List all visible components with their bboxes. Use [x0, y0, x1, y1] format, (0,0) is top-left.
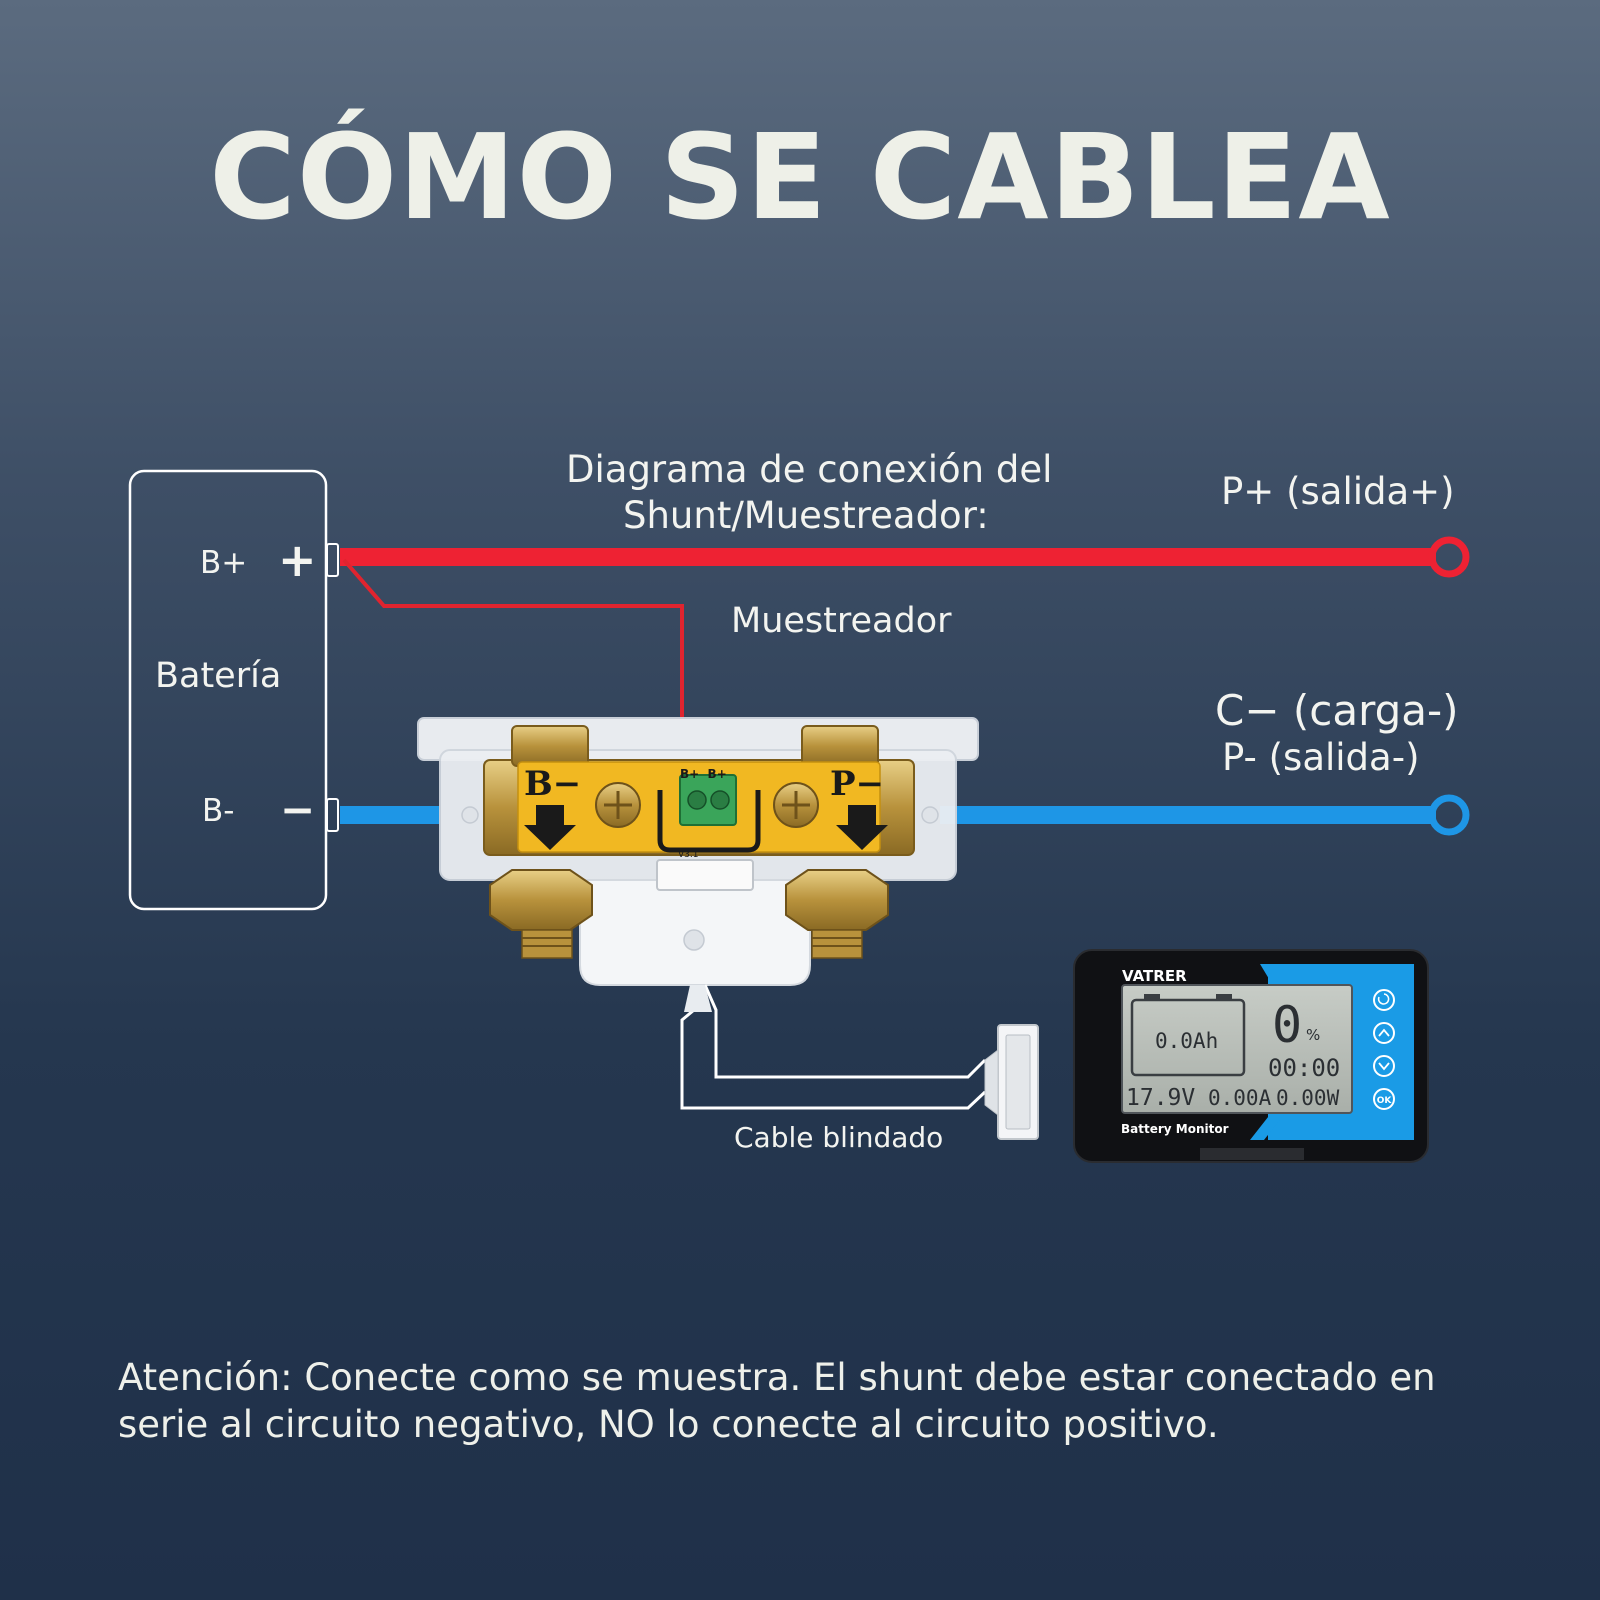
plus-sign: + [278, 533, 317, 587]
battery-monitor: OK VATRER 0.0Ah 0 % 00:00 17.9V 0.00A 0.… [1073, 949, 1429, 1163]
battery-neg-label: B- [202, 793, 235, 829]
shunt-b-minus-mark: B− [524, 764, 581, 804]
battery-label: Batería [155, 656, 282, 696]
p-plus-label: P+ (salida+) [1221, 470, 1455, 513]
battery-box [128, 469, 328, 911]
monitor-power: 0.00W [1276, 1086, 1340, 1110]
positive-output-terminal [1428, 536, 1470, 578]
monitor-current: 0.00A [1208, 1086, 1272, 1110]
monitor-footer: Battery Monitor [1121, 1122, 1229, 1136]
attention-note: Atención: Conecte como se muestra. El sh… [118, 1354, 1518, 1448]
battery-neg-tab [326, 798, 339, 832]
monitor-brand: VATRER [1122, 967, 1187, 985]
attention-note-line2: serie al circuito negativo, NO lo conect… [118, 1403, 1219, 1446]
shunt-connector-pins: B+ B+ [680, 767, 727, 781]
up-icon [1373, 1022, 1395, 1044]
cable-label: Cable blindado [734, 1121, 944, 1154]
battery-pos-label: B+ [200, 545, 248, 581]
monitor-percent-unit: % [1306, 1026, 1320, 1044]
negative-output-terminal [1428, 794, 1470, 836]
shunt-p-minus-mark: P− [830, 764, 884, 804]
ok-icon-label: OK [1377, 1096, 1393, 1106]
sampler-label: Muestreador [731, 601, 952, 641]
monitor-percent: 0 [1272, 996, 1302, 1054]
cable-connector-plug [984, 1024, 1039, 1140]
sampler-wire [342, 558, 684, 720]
shunt-device: B− P− B+ B+ V3.1 [417, 717, 979, 986]
p-minus-label: P- (salida-) [1222, 736, 1420, 779]
diagram-heading-line1: Diagrama de conexión del [566, 448, 1053, 491]
shunt-version: V3.1 [678, 850, 698, 860]
attention-note-line1: Atención: Conecte como se muestra. El sh… [118, 1356, 1436, 1399]
shielded-cable-outer [680, 1003, 987, 1110]
ok-icon [1373, 1088, 1395, 1110]
page-title: CÓMO SE CABLEA [209, 108, 1391, 246]
monitor-voltage: 17.9V [1126, 1085, 1195, 1111]
minus-sign: − [280, 785, 316, 834]
down-icon [1373, 1055, 1395, 1077]
monitor-time: 00:00 [1268, 1054, 1340, 1082]
shielded-cable-inner [703, 984, 987, 1079]
back-icon [1373, 989, 1395, 1011]
monitor-capacity: 0.0Ah [1155, 1029, 1218, 1053]
battery-pos-tab [326, 543, 339, 577]
diagram-heading-line2: Shunt/Muestreador: [623, 494, 989, 537]
c-minus-label: C− (carga-) [1215, 686, 1459, 735]
